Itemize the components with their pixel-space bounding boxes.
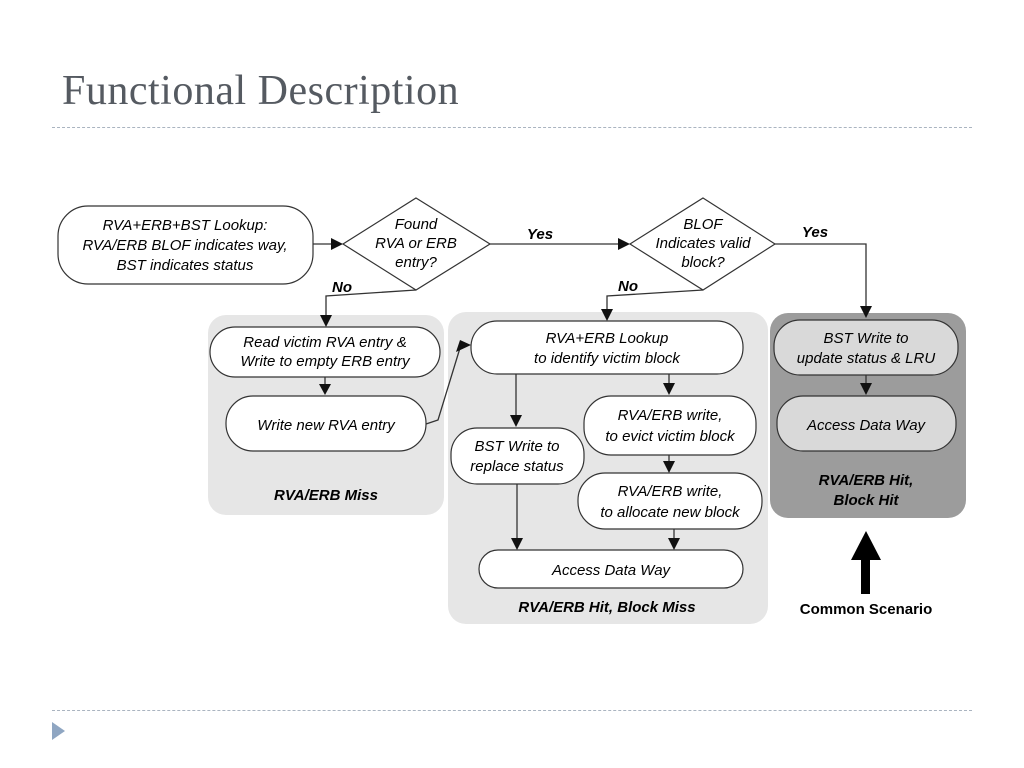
start-line2: RVA/ERB BLOF indicates way, (82, 237, 287, 254)
hit-caption-line2: Block Hit (833, 492, 899, 509)
decision2-line1: BLOF (683, 216, 723, 233)
edge-decision2-no (606, 289, 704, 312)
edge-decision2-yes (775, 243, 867, 308)
arrowhead (320, 315, 332, 327)
arrowhead (663, 383, 675, 395)
write-new-rva-node: Write new RVA entry (225, 395, 427, 452)
arrowhead (663, 461, 675, 473)
edge-decision1-no (325, 289, 417, 318)
blockmiss-access: Access Data Way (551, 562, 672, 579)
arrowhead (331, 238, 343, 250)
lookup-line1: RVA+ERB Lookup (546, 330, 669, 347)
footer-divider (52, 710, 972, 711)
arrowhead (510, 415, 522, 427)
miss-step1-line2: Write to empty ERB entry (240, 353, 411, 370)
arrowhead (668, 538, 680, 550)
yes-label-2: Yes (802, 224, 828, 241)
arrowhead (511, 538, 523, 550)
hit-bst-line1: BST Write to (823, 330, 908, 347)
access-data-way-hit-node: Access Data Way (776, 395, 957, 452)
bst-line2: replace status (470, 458, 564, 475)
bst-line1: BST Write to (474, 438, 559, 455)
triangle-bullet-icon (52, 722, 65, 740)
flowchart: RVA+ERB+BST Lookup: RVA/ERB BLOF indicat… (57, 197, 966, 624)
decision-found-entry: Found RVA or ERB entry? (341, 197, 492, 291)
decision2-line3: block? (681, 254, 725, 271)
start-line3: BST indicates status (117, 257, 254, 274)
hit-access: Access Data Way (806, 417, 927, 434)
decision-blof-valid: BLOF Indicates valid block? (628, 197, 777, 291)
decision2-line2: Indicates valid (655, 235, 751, 252)
decision1-line2: RVA or ERB (375, 235, 457, 252)
lookup-line2: to identify victim block (534, 350, 681, 367)
evict-victim-node: RVA/ERB write, to evict victim block (583, 395, 757, 456)
miss-group-caption: RVA/ERB Miss (274, 487, 378, 504)
block-miss-group (448, 312, 768, 624)
decision1-line3: entry? (395, 254, 437, 271)
lookup-victim-node: RVA+ERB Lookup to identify victim block (470, 320, 744, 375)
arrowhead (601, 309, 613, 321)
hit-caption-line1: RVA/ERB Hit, (819, 472, 914, 489)
title-divider (52, 127, 972, 128)
alloc-line2: to allocate new block (600, 504, 741, 521)
decision1-line1: Found (395, 216, 438, 233)
evict-line1: RVA/ERB write, (618, 407, 723, 424)
yes-label-1: Yes (527, 226, 553, 243)
arrowhead (860, 306, 872, 318)
access-data-way-miss-node: Access Data Way (478, 549, 744, 589)
hit-bst-line2: update status & LRU (797, 350, 936, 367)
bst-replace-node: BST Write to replace status (450, 427, 585, 485)
edge-miss-to-lookup (425, 347, 461, 425)
evict-line2: to evict victim block (605, 428, 736, 445)
no-label-2: No (618, 278, 638, 295)
up-arrow-icon (851, 531, 881, 594)
slide-title: Functional Description (62, 68, 460, 114)
bst-update-node: BST Write to update status & LRU (773, 319, 959, 376)
arrowhead (456, 340, 471, 352)
miss-step1-line1: Read victim RVA entry & (243, 334, 406, 351)
common-scenario-label: Common Scenario (800, 601, 933, 618)
blockmiss-group-caption: RVA/ERB Hit, Block Miss (518, 599, 695, 616)
start-lookup-node: RVA+ERB+BST Lookup: RVA/ERB BLOF indicat… (57, 205, 314, 285)
allocate-block-node: RVA/ERB write, to allocate new block (577, 472, 763, 530)
arrowhead (319, 384, 331, 395)
no-label-1: No (332, 279, 352, 296)
arrowhead (618, 238, 630, 250)
start-line1: RVA+ERB+BST Lookup: (103, 217, 268, 234)
alloc-line1: RVA/ERB write, (618, 483, 723, 500)
arrowhead (860, 383, 872, 395)
read-victim-node: Read victim RVA entry & Write to empty E… (209, 326, 441, 378)
miss-step2: Write new RVA entry (257, 417, 396, 434)
